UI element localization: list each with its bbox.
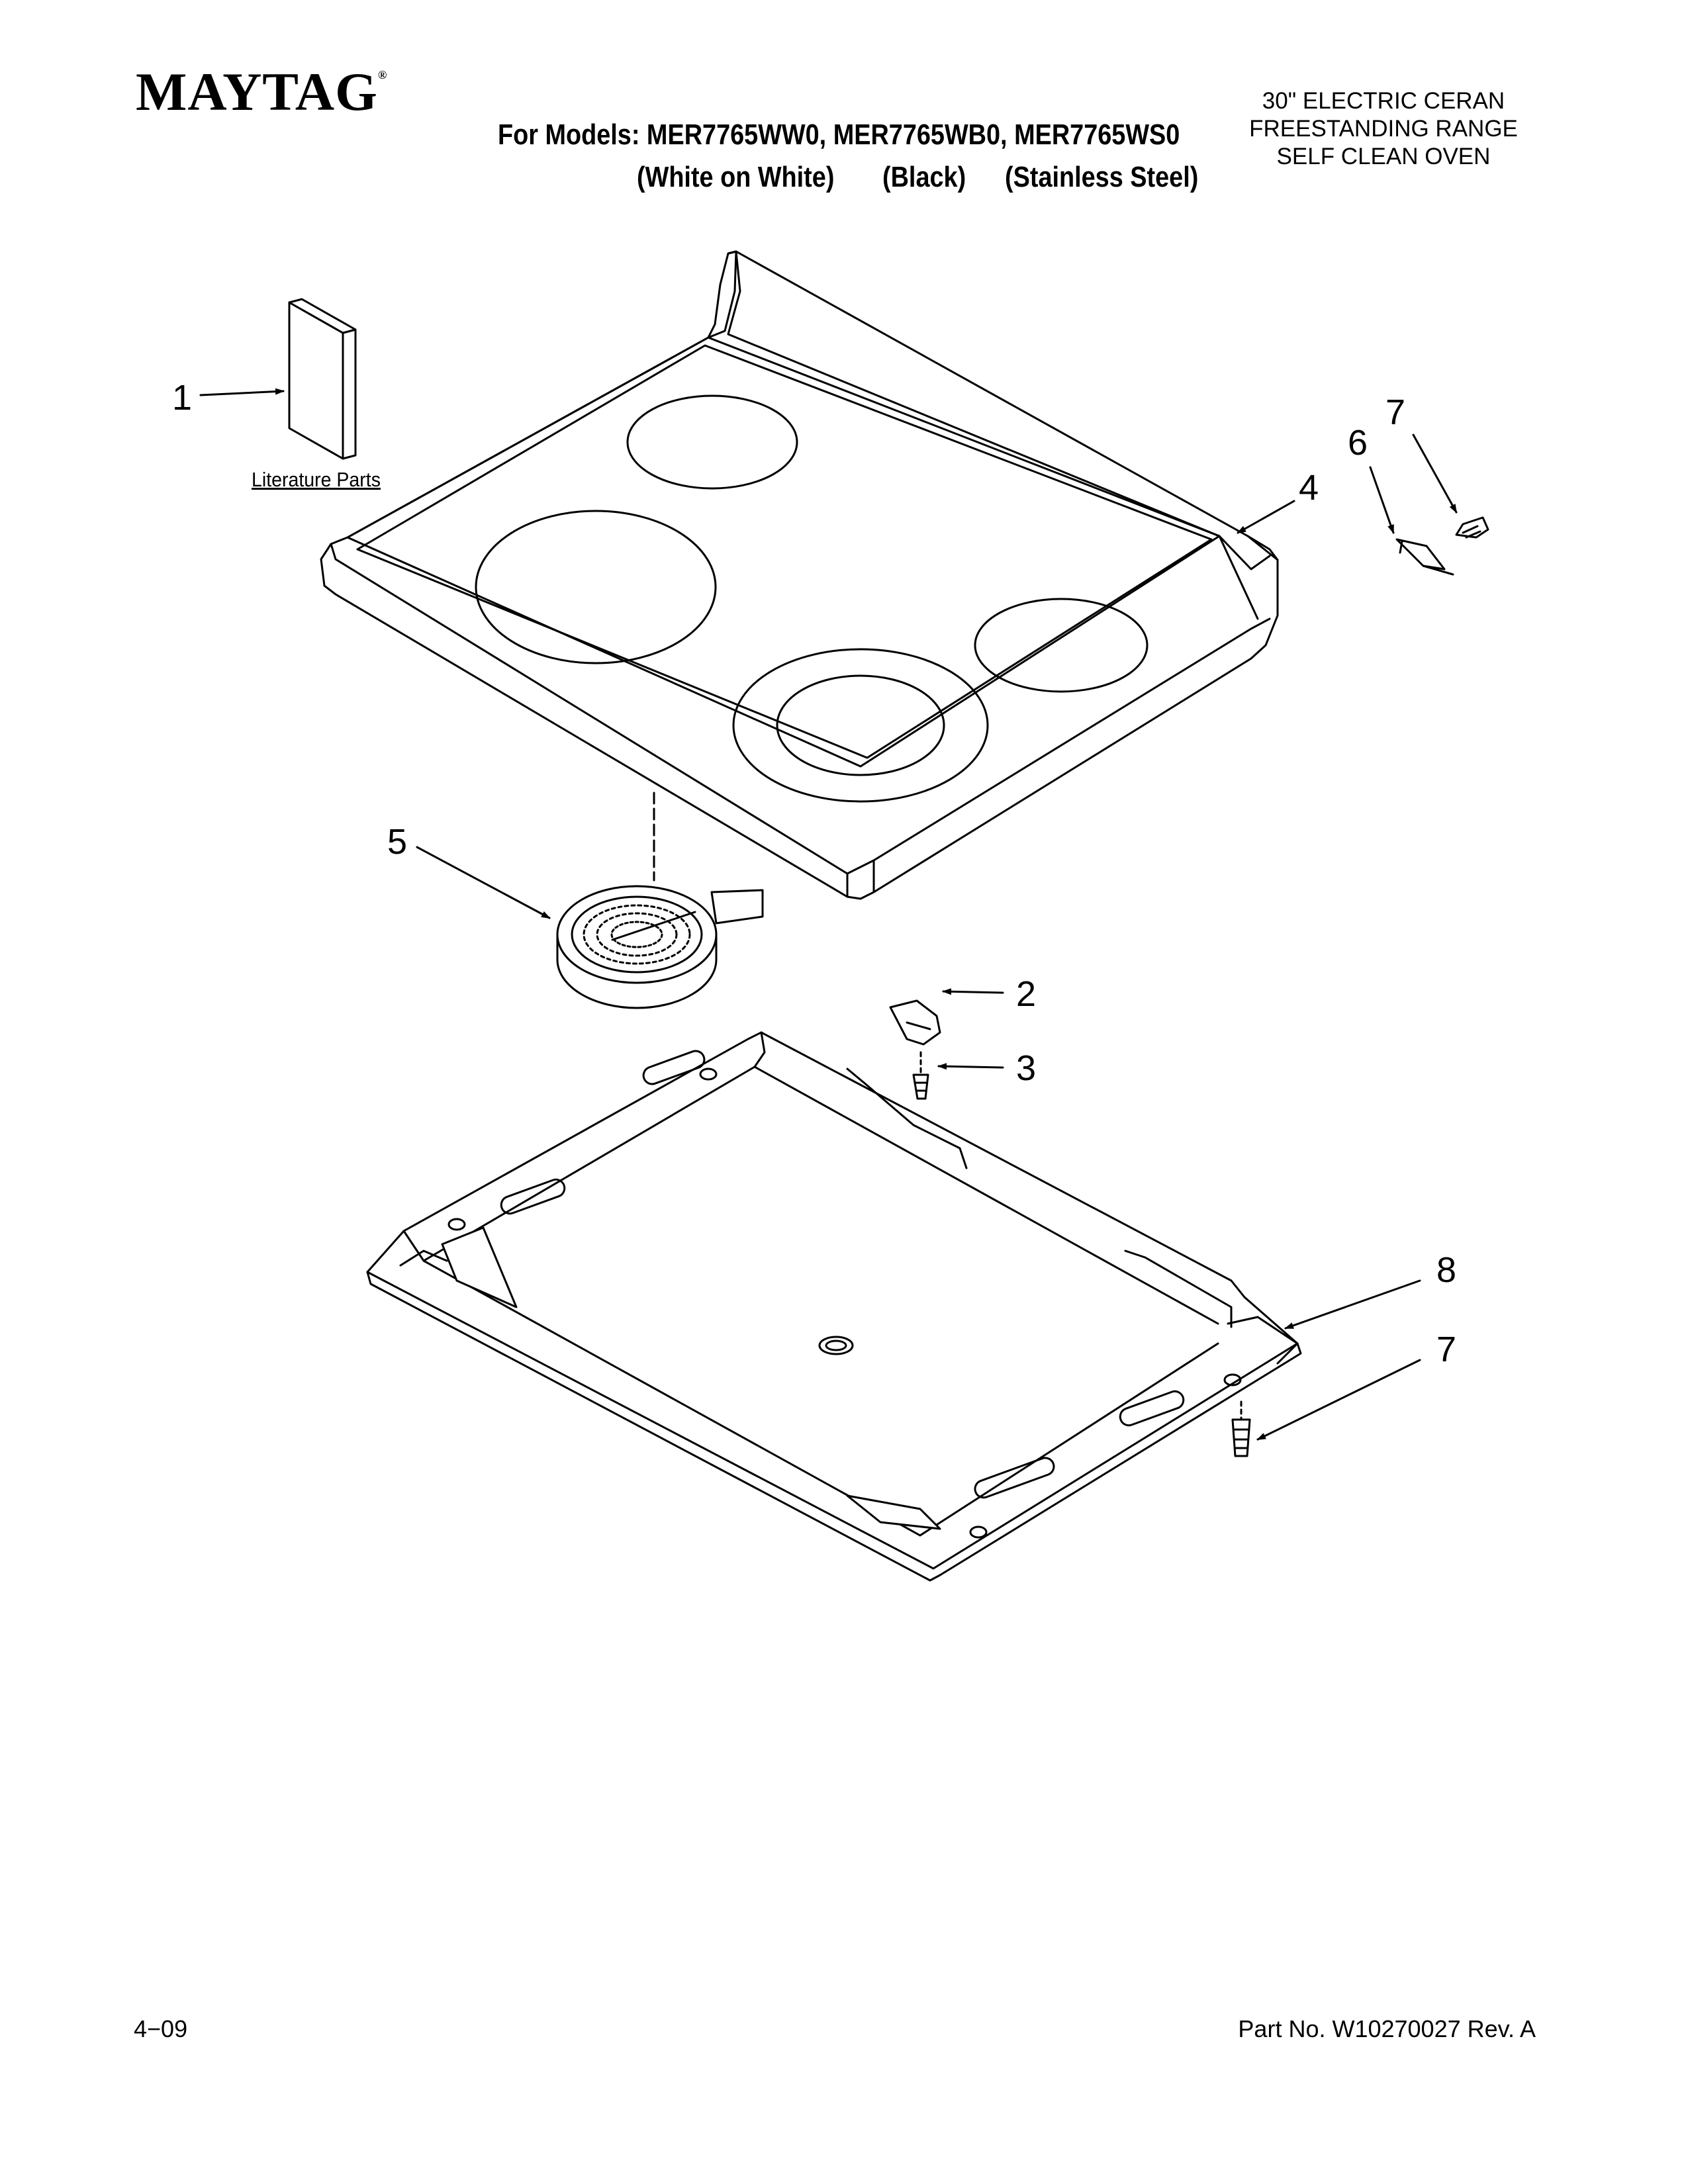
clip-part-2: [889, 999, 941, 1046]
callout-7-top: 7: [1385, 392, 1406, 432]
footer-date: 4−09: [134, 2015, 188, 2042]
callout-1: 1: [172, 378, 193, 418]
screw-part-7-bottom: [1231, 1400, 1251, 1457]
leader-7-bottom: [1256, 1359, 1421, 1441]
callout-7-bottom: 7: [1436, 1330, 1457, 1369]
radiant-element: [556, 792, 764, 1009]
leader-6: [1369, 466, 1395, 534]
variant-stainless: (Stainless Steel): [1005, 161, 1199, 193]
variant-white: (White on White): [637, 161, 835, 193]
callout-5: 5: [387, 822, 408, 862]
variant-black: (Black): [882, 161, 966, 193]
product-type: 30" ELECTRIC CERAN FREESTANDING RANGE SE…: [1225, 87, 1542, 171]
callout-2: 2: [1016, 974, 1037, 1014]
brand-logo: MAYTAG®: [136, 62, 388, 122]
callout-4: 4: [1299, 468, 1319, 508]
screw-part-7-top: [1455, 516, 1489, 539]
leader-7-top: [1412, 433, 1458, 514]
leader-4: [1237, 500, 1295, 534]
literature-parts-label: Literature Parts: [252, 468, 381, 491]
leader-3: [937, 1063, 1004, 1070]
bracket-part-6: [1395, 538, 1454, 576]
models-line: For Models: MER7765WW0, MER7765WB0, MER7…: [498, 118, 1180, 151]
screw-part-3: [912, 1051, 929, 1100]
leader-8: [1284, 1279, 1421, 1330]
burner-box: [366, 1031, 1302, 1582]
product-type-line-2: FREESTANDING RANGE: [1249, 116, 1518, 142]
callout-3: 3: [1016, 1048, 1037, 1088]
leader-5: [416, 846, 551, 919]
cooktop-glass: [320, 250, 1279, 900]
literature-booklet: [288, 298, 357, 460]
callout-6: 6: [1348, 423, 1368, 463]
callout-8: 8: [1436, 1250, 1457, 1290]
product-type-line-3: SELF CLEAN OVEN: [1276, 144, 1491, 169]
footer-part-number: Part No. W10270027 Rev. A: [1238, 2015, 1536, 2042]
leader-1: [199, 388, 285, 396]
product-type-line-1: 30" ELECTRIC CERAN: [1262, 88, 1505, 114]
leader-2: [942, 988, 1004, 995]
